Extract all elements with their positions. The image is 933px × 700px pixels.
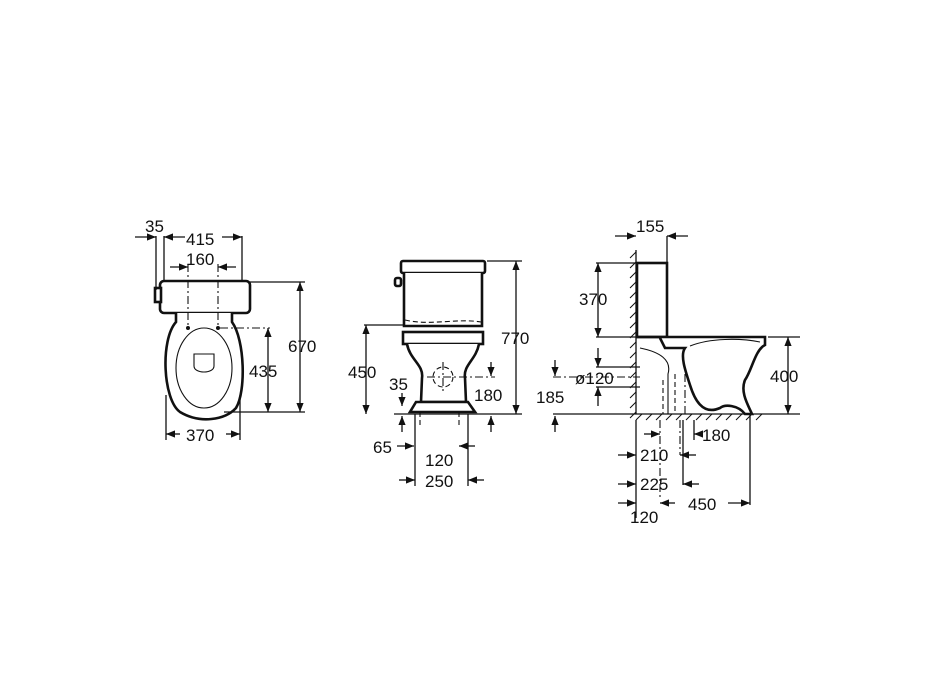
dim-120-side: 120 <box>630 508 658 527</box>
dim-210: 210 <box>640 446 668 465</box>
dim-tank-depth: 155 <box>636 217 664 236</box>
wall-hatch <box>629 251 763 421</box>
dim-225: 225 <box>640 475 668 494</box>
dim-side-offset: 65 <box>373 438 392 457</box>
tank-side <box>635 261 669 339</box>
dim-fixing-to-front: 435 <box>249 362 277 381</box>
dim-tank-height: 370 <box>579 290 607 309</box>
dim-bowl-width: 370 <box>186 426 214 445</box>
front-view: 770 450 35 180 65 120 250 <box>348 259 529 491</box>
top-view: 35 415 160 670 435 370 <box>135 217 316 445</box>
dim-inlet-height: 35 <box>389 375 408 394</box>
tank-outline <box>158 279 252 315</box>
dim-outlet-diameter: ø120 <box>575 369 614 388</box>
dim-outlet-height: 185 <box>536 388 564 407</box>
dim-bowl-height-side: 400 <box>770 367 798 386</box>
dim-tank-width: 415 <box>186 230 214 249</box>
dim-fixing-spacing: 160 <box>186 250 214 269</box>
dim-floor-outlet-offset: 180 <box>702 426 730 445</box>
dim-fixing-spacing-front: 120 <box>425 451 453 470</box>
dim-450: 450 <box>688 495 716 514</box>
dim-total-height: 770 <box>501 329 529 348</box>
dim-base-width: 250 <box>425 472 453 491</box>
bowl-outline <box>164 313 244 421</box>
dim-bowl-height: 450 <box>348 363 376 382</box>
dim-total-depth: 670 <box>288 337 316 356</box>
dim-outlet-center-height: 180 <box>474 386 502 405</box>
dim-tank-offset: 35 <box>145 217 164 236</box>
side-view: 155 370 ø120 185 400 180 210 225 120 450 <box>536 217 800 527</box>
